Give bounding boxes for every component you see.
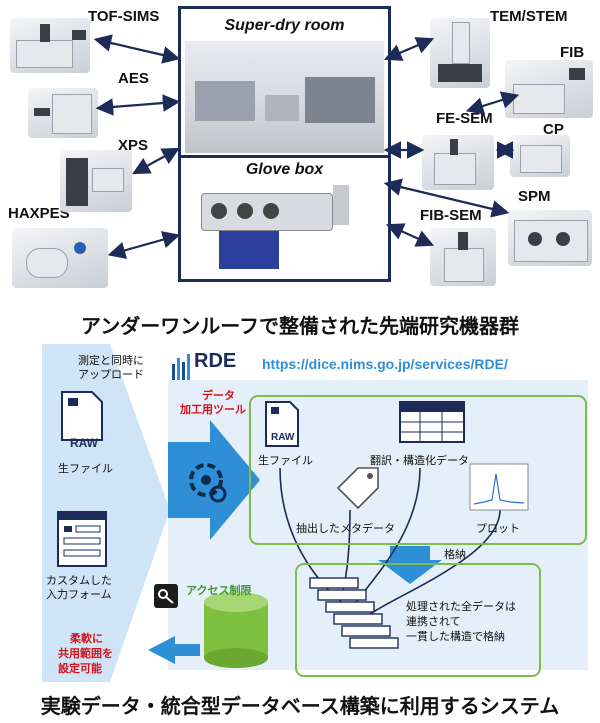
- plot-label: プロット: [476, 522, 520, 535]
- processed-line3: 一貫した構造で格納: [406, 630, 505, 643]
- raw-file-label: 生ファイル: [58, 462, 113, 475]
- storage-stack: [309, 577, 399, 649]
- section-heading: アンダーワンルーフで整備された先端研究機器群: [81, 314, 519, 338]
- extracted-metadata-label: 抽出したメタデータ: [296, 522, 395, 535]
- footer-caption: 実験データ・統合型データベース構築に利用するシステム: [40, 694, 560, 718]
- label-fib: FIB: [560, 44, 585, 61]
- rde-logo: RDE: [194, 350, 237, 372]
- gear-icon: [189, 463, 227, 503]
- label-tem-stem: TEM/STEM: [490, 8, 568, 25]
- raw-badge: RAW: [70, 436, 98, 450]
- frame-divider: [181, 155, 388, 158]
- table-icon: [399, 401, 465, 443]
- rde-logo-icon: [172, 354, 190, 380]
- key-icon: [154, 584, 178, 608]
- upload-note-line2: アップロード: [78, 368, 144, 381]
- processing-box: [249, 395, 587, 545]
- custom-form-line1: カスタムした: [46, 574, 112, 587]
- tof-sims-photo: [10, 18, 90, 73]
- processed-line2: 連携されて: [406, 615, 461, 628]
- translated-data-label: 翻訳・構造化データ: [370, 454, 469, 467]
- custom-form-line2: 入力フォーム: [46, 588, 112, 601]
- aes-photo: [28, 88, 98, 138]
- raw-file-icon: [61, 391, 103, 441]
- super-dry-room-title: Super-dry room: [224, 17, 345, 34]
- label-haxpes: HAXPES: [8, 205, 70, 222]
- glove-box-photo: [201, 185, 351, 273]
- fib-photo: [505, 60, 593, 118]
- processed-line1: 処理された全データは: [406, 600, 516, 613]
- share-arrow: [148, 636, 200, 664]
- database-cylinder: [204, 592, 268, 668]
- label-cp: CP: [543, 121, 564, 138]
- access-control-label: アクセス制限: [186, 584, 252, 597]
- super-dry-room-photo: [185, 41, 384, 153]
- share-line3: 設定可能: [58, 662, 102, 675]
- rde-url-link[interactable]: https://dice.nims.go.jp/services/RDE/: [262, 356, 508, 372]
- cp-photo: [510, 135, 570, 177]
- label-aes: AES: [118, 70, 149, 87]
- haxpes-photo: [12, 228, 108, 288]
- rde-workflow-diagram: [42, 344, 588, 682]
- inner-raw-file-label: 生ファイル: [258, 454, 313, 467]
- storage-box: [295, 563, 541, 677]
- tool-label-line2: 加工用ツール: [180, 403, 246, 416]
- tool-label-line1: データ: [202, 389, 235, 402]
- inner-raw-file-icon: [265, 401, 299, 447]
- xps-photo: [60, 150, 132, 212]
- facility-frame: Super-dry room Glove box: [178, 6, 391, 282]
- share-line1: 柔軟に: [70, 632, 103, 645]
- upload-note-line1: 測定と同時に: [78, 354, 144, 367]
- tool-arrow: [168, 420, 260, 540]
- tem-stem-photo: [430, 18, 490, 88]
- custom-form-icon: [57, 511, 107, 567]
- label-spm: SPM: [518, 188, 551, 205]
- inner-raw-badge: RAW: [271, 432, 295, 443]
- spm-photo: [508, 210, 592, 266]
- plot-thumbnail: [469, 463, 529, 511]
- label-tof-sims: TOF-SIMS: [88, 8, 160, 25]
- connection-arrows: [93, 34, 520, 259]
- share-line2: 共用範囲を: [58, 647, 113, 660]
- store-label: 格納: [444, 548, 466, 561]
- fib-sem-photo: [430, 228, 496, 286]
- glove-box-title: Glove box: [245, 161, 324, 178]
- tag-icon: [336, 467, 379, 510]
